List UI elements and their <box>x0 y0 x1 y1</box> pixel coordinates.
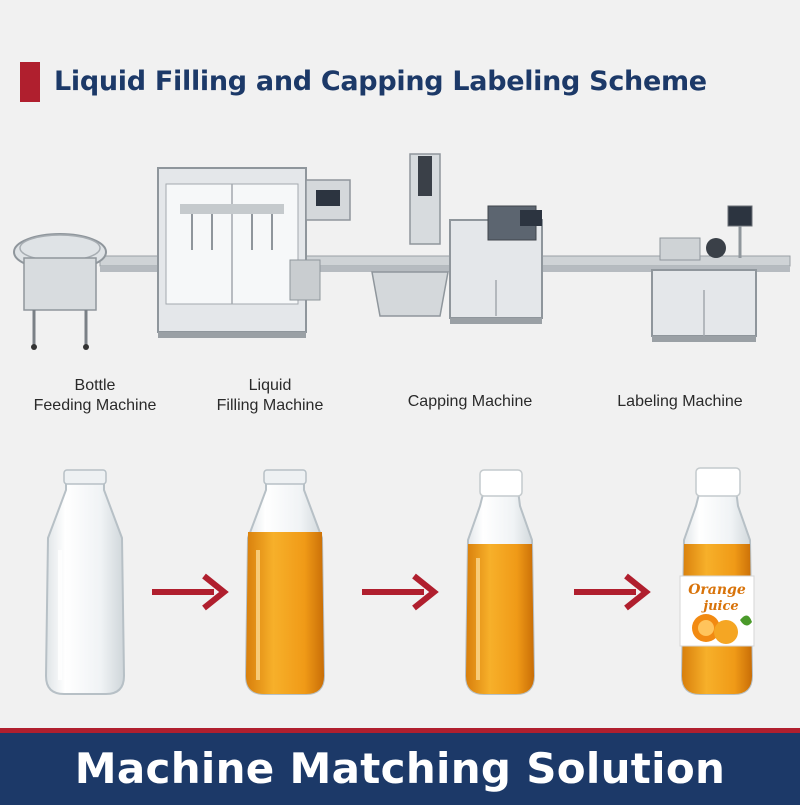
page-title: Liquid Filling and Capping Labeling Sche… <box>54 66 707 97</box>
bottle-feeding-machine-image <box>13 233 107 350</box>
bottle-empty <box>44 469 126 695</box>
machine-line: Bottle Feeding Machine Liquid Filling Ma… <box>0 140 800 414</box>
bottle-capped <box>464 469 536 695</box>
header: Liquid Filling and Capping Labeling Sche… <box>0 0 800 130</box>
bottle-process: Orange juice <box>0 450 800 710</box>
liquid-filling-machine-image <box>157 167 351 338</box>
machine-label-bottle-feeding: Bottle Feeding Machine <box>33 377 157 414</box>
machine-label-capping: Capping Machine <box>407 393 533 410</box>
arrow-right-icon <box>362 573 439 611</box>
bottle-sequence: Orange juice <box>44 467 755 695</box>
bottle-labeled: Orange juice <box>679 467 755 695</box>
banner-title: Machine Matching Solution <box>74 744 726 793</box>
label-text-orange: Orange <box>688 582 746 598</box>
production-line-illustration <box>13 153 791 350</box>
title-accent-bar <box>20 62 40 102</box>
bottle-filled <box>244 469 326 695</box>
arrow-right-icon <box>152 573 229 611</box>
machine-label-labeling: Labeling Machine <box>617 393 743 410</box>
footer-banner: Machine Matching Solution <box>0 728 800 805</box>
capping-machine-image <box>371 153 543 324</box>
arrow-right-icon <box>574 573 651 611</box>
machine-label-liquid-filling: Liquid Filling Machine <box>216 377 324 414</box>
labeling-machine-image <box>651 205 757 342</box>
label-text-juice: juice <box>700 599 738 614</box>
